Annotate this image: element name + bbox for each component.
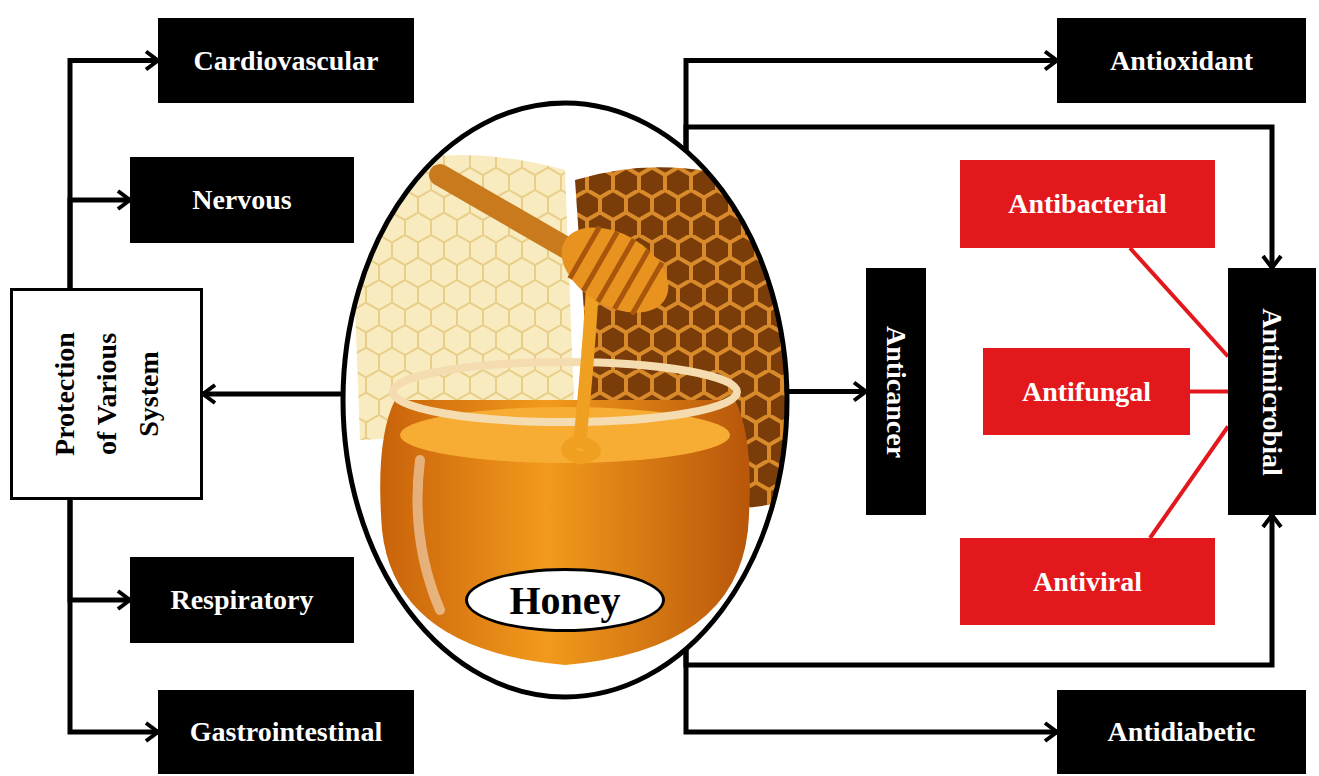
subtype-box: Antibacterial [960,160,1215,248]
box-label: Anticancer [879,325,913,457]
dipper-grooves [567,221,665,319]
system-frame-box: Protection of Various System [10,288,203,500]
arrow-connector [787,389,866,394]
link-line [1150,427,1228,539]
arrow-connector [70,200,130,288]
subtype-box: Antifungal [983,348,1190,435]
subtype-box: Antiviral [960,538,1215,625]
arrow-connector [686,61,1057,151]
effect-box: Anticancer [866,268,926,515]
dipper-handle [440,175,570,250]
arrow-connector [686,127,1272,268]
arrow-connector [686,515,1272,665]
pale-honeycomb [350,155,575,440]
box-label: Antifungal [1022,375,1151,409]
system-box: Cardiovascular [158,18,414,103]
oval-border [343,103,787,697]
link-line [1190,390,1228,394]
arrow-connector [686,650,1057,732]
box-label: Cardiovascular [193,44,378,78]
box-label: Honey [509,577,620,624]
system-box: Respiratory [130,557,354,643]
box-label: Antibacterial [1008,187,1167,221]
picture-ground [340,100,790,700]
box-label: Antimicrobial [1255,308,1289,475]
effect-box: Antimicrobial [1228,268,1316,515]
effect-box: Antidiabetic [1057,690,1306,774]
honey-drip [568,295,595,458]
effect-box: Antioxidant [1057,18,1306,103]
honey-oval: Honey [340,100,790,700]
name-ellipse: Honey [465,568,665,632]
arrow-connector [203,392,343,397]
box-label: Antidiabetic [1108,715,1256,749]
jar-highlight [418,460,441,610]
dipper-body [547,210,683,330]
box-label: Antioxidant [1110,44,1253,78]
box-label: Antiviral [1033,565,1142,599]
jar-body [380,400,750,665]
jar-rim [393,362,737,422]
box-label: Protection of Various System [44,332,170,456]
system-box: Gastrointestinal [158,690,414,774]
system-box: Nervous [130,157,354,243]
link-line [1130,248,1228,357]
honey-picture [340,100,790,700]
box-label: Gastrointestinal [190,715,382,749]
arrow-connector [70,500,130,600]
dipper-head [547,210,683,330]
box-label: Nervous [192,183,292,217]
box-label: Respiratory [170,583,313,617]
